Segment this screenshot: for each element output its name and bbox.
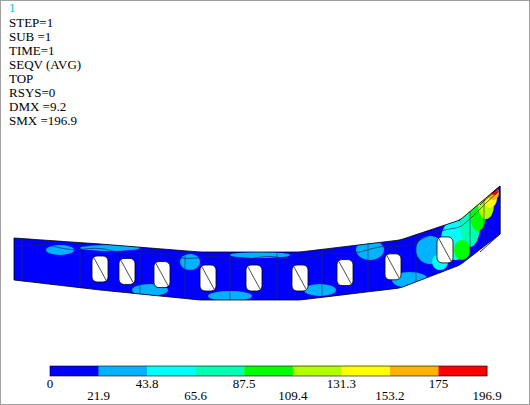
element-edge	[80, 243, 81, 288]
color-bar-segment	[341, 366, 390, 376]
color-bar-segment	[438, 366, 487, 376]
element-edge	[368, 244, 369, 292]
color-bar-segment	[147, 366, 196, 376]
web-hole	[437, 237, 453, 263]
plot-info: DMX =9.2	[9, 100, 66, 114]
scale-value: 109.4	[278, 389, 307, 403]
web-hole	[154, 262, 170, 288]
stress-patch	[356, 240, 384, 260]
scale-value: 21.9	[87, 389, 110, 403]
scale-value: 153.2	[375, 389, 404, 403]
plot-info: TIME=1	[9, 44, 55, 58]
web-hole	[246, 265, 262, 291]
scale-value: 131.3	[327, 377, 356, 391]
web-hole	[385, 254, 401, 280]
color-bar-segment	[99, 366, 148, 376]
web-hole	[337, 260, 353, 286]
beam-body	[14, 186, 500, 300]
plot-info: RSYS=0	[9, 86, 55, 100]
web-hole	[119, 258, 135, 284]
stress-patch	[454, 240, 470, 260]
scale-value: 43.8	[136, 377, 159, 391]
element-edge	[22, 239, 23, 281]
plot-info: STEP=1	[9, 16, 53, 30]
element-edge	[416, 235, 417, 282]
color-bar-segment	[390, 366, 439, 376]
scale-value: 87.5	[233, 377, 256, 391]
scale-value: 175	[429, 377, 449, 391]
web-hole	[200, 265, 216, 291]
scale-value: 0	[47, 377, 54, 391]
element-edge	[484, 200, 485, 247]
web-hole	[292, 265, 308, 291]
element-edge	[185, 251, 186, 299]
window-number: 1	[9, 1, 16, 15]
element-edge	[277, 252, 278, 300]
scale-value: 196.9	[472, 389, 501, 403]
plot-info: SMX =196.9	[9, 114, 77, 128]
stress-contours	[46, 185, 499, 301]
stress-patch	[304, 284, 336, 296]
scale-value: 65.6	[184, 389, 207, 403]
element-edge	[470, 212, 471, 258]
color-bar-segment	[50, 366, 99, 376]
color-bar-segment	[244, 366, 293, 376]
beam-outline	[14, 186, 500, 300]
element-edge	[140, 247, 141, 294]
element-edge	[322, 249, 323, 297]
end-face	[480, 186, 500, 252]
web-hole	[92, 256, 108, 282]
element-edge	[230, 252, 231, 300]
flange-edge	[14, 191, 500, 260]
color-bar-segment	[196, 366, 245, 376]
color-bar-frame	[50, 366, 487, 376]
stress-patch	[180, 254, 200, 270]
plot-info: SUB =1	[9, 30, 51, 44]
plot-info: SEQV (AVG)	[9, 58, 81, 72]
plot-info: TOP	[9, 72, 33, 86]
color-bar-segment	[293, 366, 342, 376]
stress-patch	[46, 245, 74, 255]
